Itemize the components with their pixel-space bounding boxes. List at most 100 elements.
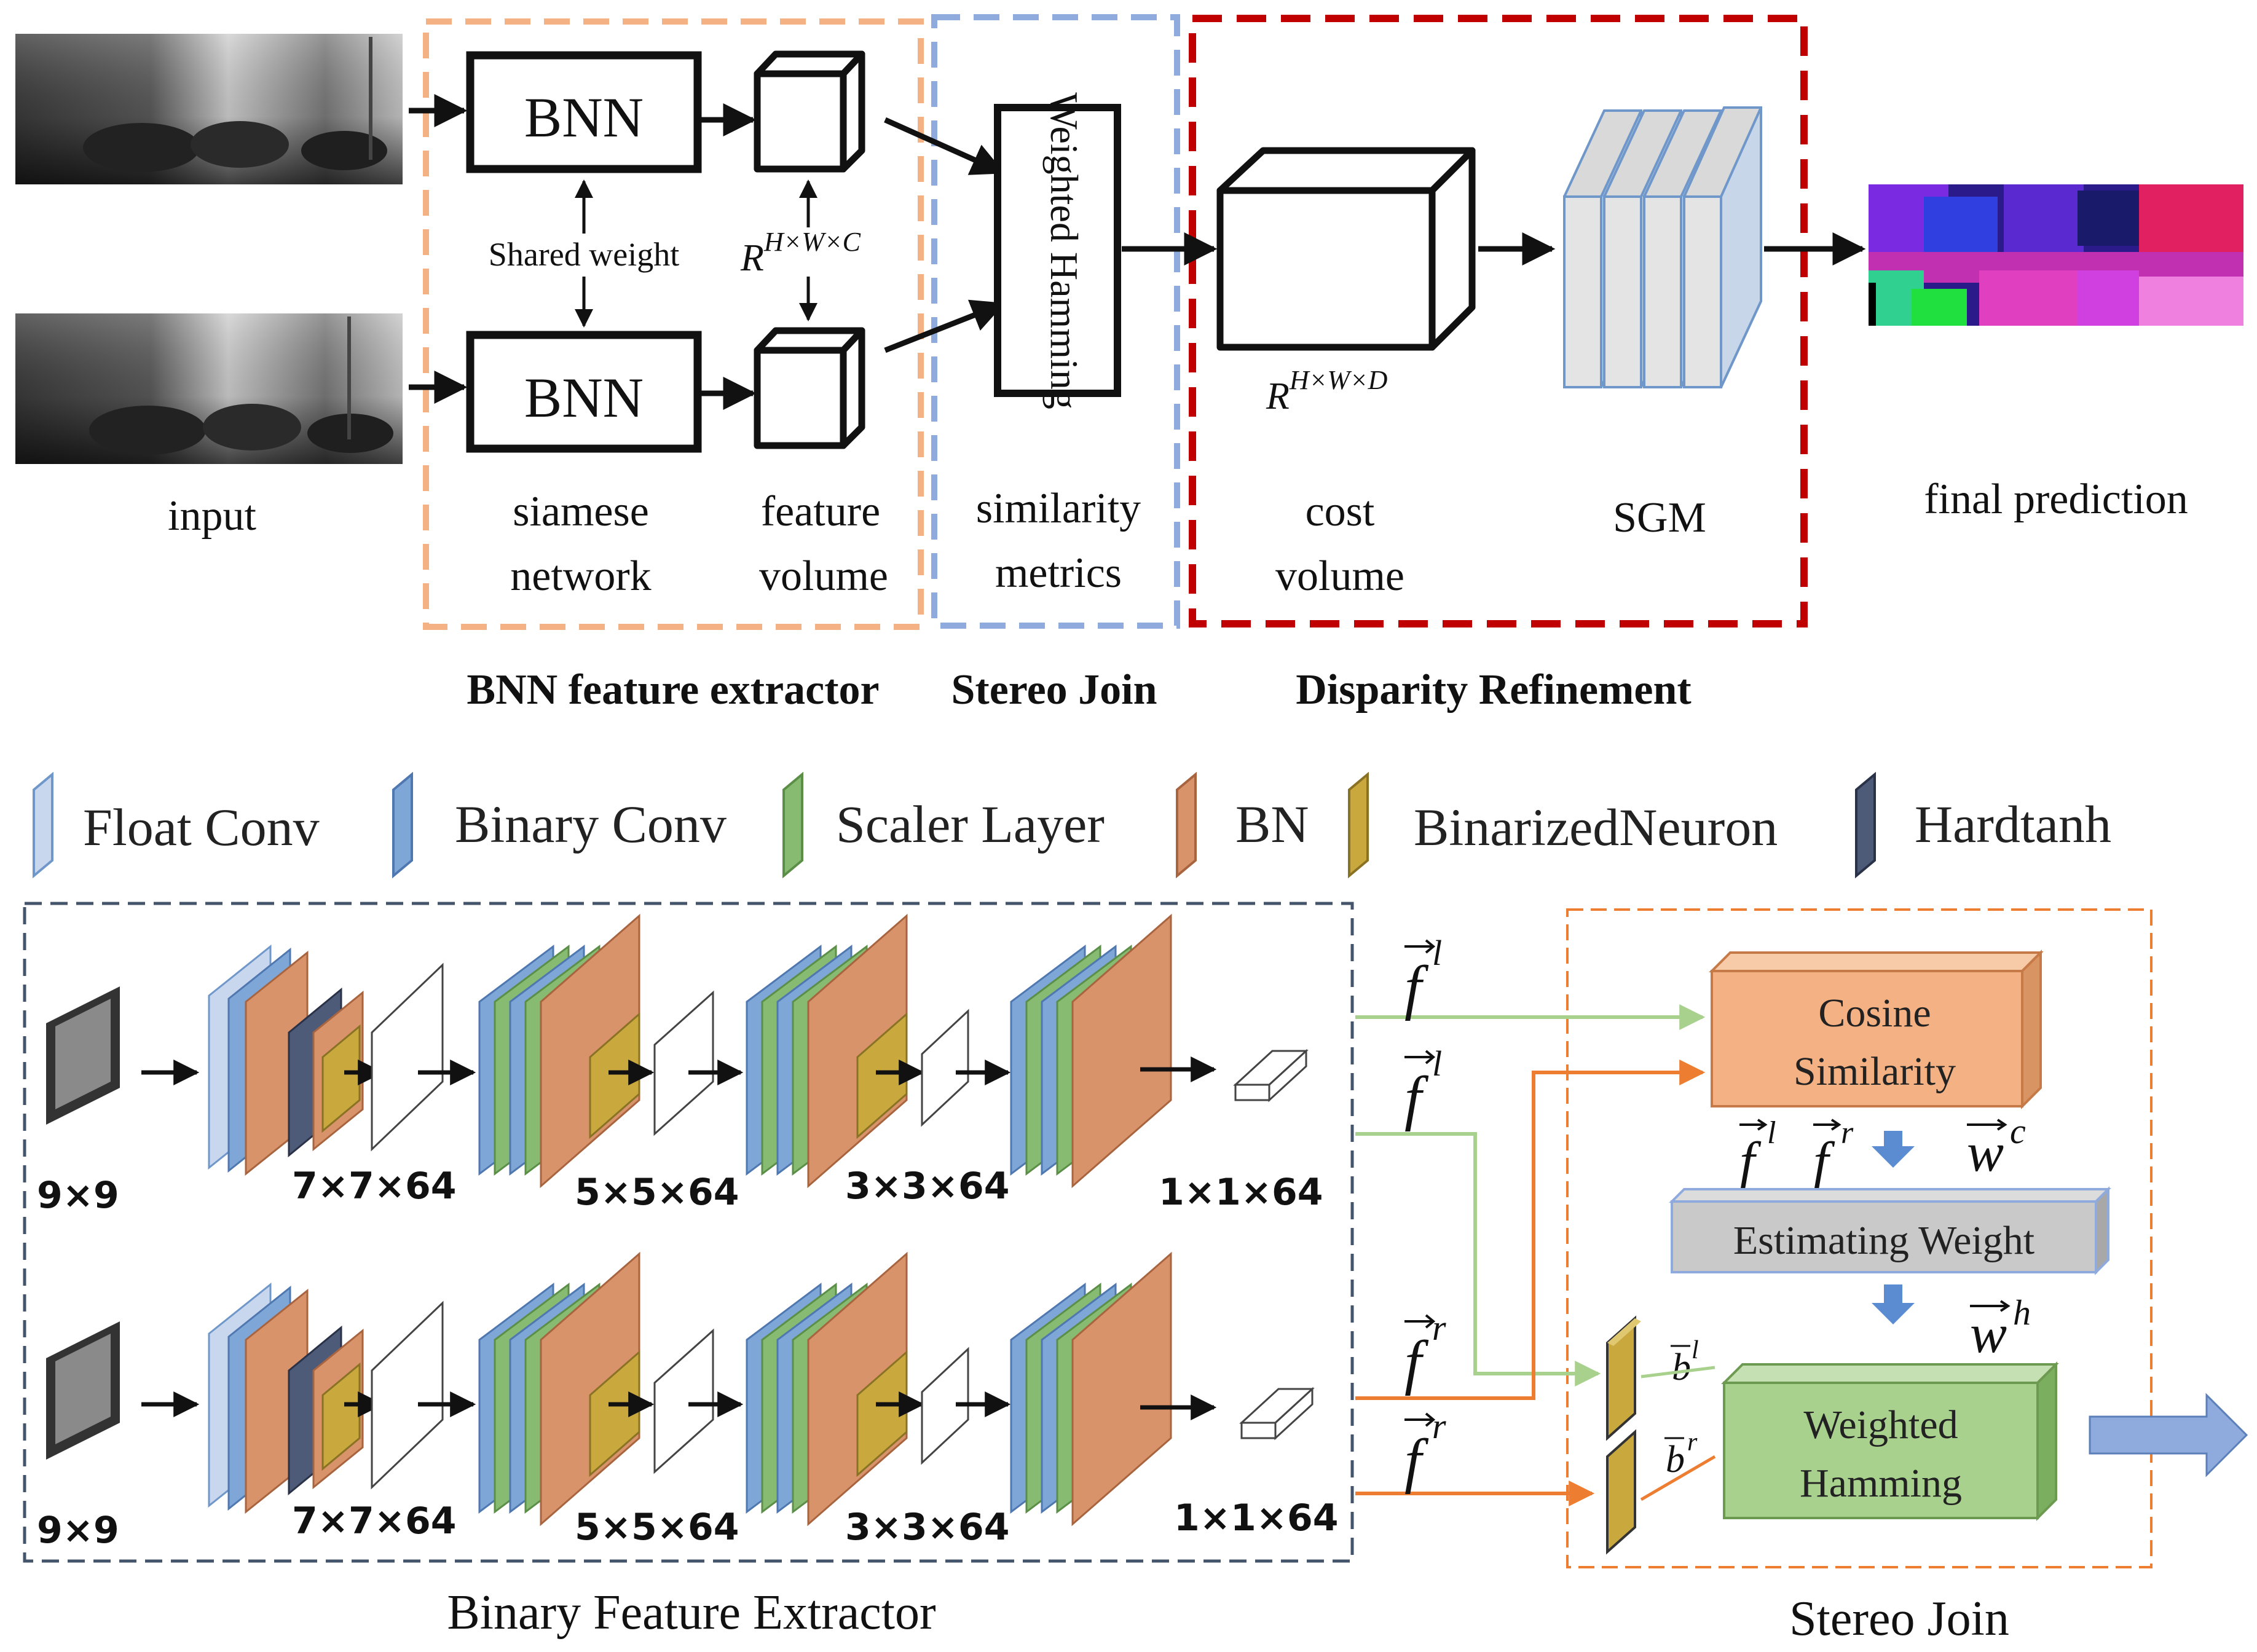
cost-volume-cube (1216, 147, 1476, 351)
siamese-label-line2: network (510, 553, 651, 600)
weighted-hamming-green-box: Weighted Hamming (1721, 1361, 2059, 1521)
legend-label: BinarizedNeuron (1414, 798, 1778, 857)
connector (1640, 1455, 1716, 1501)
binary-code-br (1606, 1429, 1636, 1555)
disparity-refinement-group (1189, 15, 1808, 627)
vector-wc: w c (1967, 1111, 2026, 1183)
svg-text:f: f (1404, 953, 1429, 1021)
cosine-similarity-box: Cosine Similarity (1709, 950, 2044, 1109)
svg-text:b: b (1666, 1439, 1685, 1481)
binary-feature-extractor-label: Binary Feature Extractor (447, 1586, 935, 1640)
legend-item-scaler-layer: Scaler Layer (782, 771, 1105, 879)
output-arrow-icon (2089, 1393, 2248, 1477)
bnn-feature-extractor-group (423, 18, 924, 630)
svg-text:r: r (1687, 1428, 1698, 1457)
final-prediction-image (1869, 184, 2243, 326)
stereo-join-bottom-label: Stereo Join (1789, 1592, 2009, 1646)
down-arrow-icon (1872, 1284, 1915, 1324)
svg-text:l: l (1432, 933, 1442, 973)
feature-volume-cube-bottom (754, 327, 865, 449)
legend: Float Conv Binary Conv Scaler Layer BN B… (33, 771, 2111, 879)
sgm-layers (1563, 106, 1762, 388)
arrow (884, 299, 1006, 353)
stereo-join-bottom-group (1566, 908, 2153, 1568)
feature-dims-label: RH×W×C (740, 227, 861, 279)
svg-text:f: f (1404, 1064, 1429, 1132)
dims-1-top: 7×7×64 (292, 1165, 457, 1208)
sgm-label: SGM (1613, 494, 1706, 541)
binary-code-bl (1606, 1315, 1641, 1441)
cosine-label-line2: Similarity (1794, 1049, 1956, 1094)
similarity-label-line1: similarity (976, 485, 1141, 532)
vector-fr-bottom: f r (1404, 1406, 1446, 1495)
vector-fr-mid: f r (1404, 1308, 1446, 1396)
legend-label: Binary Conv (455, 795, 727, 854)
final-prediction-label: final prediction (1924, 476, 2188, 523)
group-stereo-label: Stereo Join (951, 666, 1157, 714)
svg-text:f: f (1404, 1328, 1429, 1396)
estimating-weight-box: Estimating Weight (1669, 1186, 2111, 1275)
dims-1-bottom: 7×7×64 (292, 1500, 457, 1543)
feature-volume-cube-top (754, 50, 865, 173)
dims-3-top: 3×3×64 (845, 1165, 1010, 1208)
legend-label: Float Conv (83, 798, 320, 857)
cost-label-line1: cost (1306, 488, 1375, 535)
arrow (884, 117, 1005, 175)
group-refine-label: Disparity Refinement (1296, 666, 1692, 714)
svg-text:f: f (1739, 1131, 1762, 1192)
bnn-box-top-label: BNN (524, 86, 644, 149)
legend-item-hardtanh: Hardtanh (1855, 771, 2111, 879)
svg-text:c: c (2010, 1111, 2026, 1151)
dims-3-bottom: 3×3×64 (845, 1506, 1010, 1549)
vector-bl: b l (1671, 1336, 1699, 1388)
dims-2-bottom: 5×5×64 (575, 1506, 739, 1549)
similarity-label-line2: metrics (995, 549, 1122, 597)
legend-label: Scaler Layer (836, 795, 1105, 854)
svg-text:w: w (1970, 1304, 2007, 1364)
feature-label-line2: volume (759, 553, 888, 600)
feature-label-line1: feature (761, 488, 880, 535)
cost-label-line2: volume (1275, 553, 1404, 600)
vector-fr-cos: f r (1813, 1115, 1854, 1192)
shared-weight-label: Shared weight (489, 236, 679, 273)
estimating-weight-label: Estimating Weight (1733, 1218, 2034, 1263)
stereo-join-group (931, 14, 1180, 629)
cosine-label-line1: Cosine (1818, 991, 1931, 1036)
vector-fl-top: f l (1404, 933, 1442, 1021)
connector (1641, 1366, 1715, 1379)
svg-text:l: l (1767, 1115, 1776, 1150)
bnn-box-bottom (466, 331, 702, 453)
svg-text:r: r (1432, 1406, 1446, 1446)
extractor-row-bottom (46, 1251, 1315, 1527)
dims-4-bottom: 1×1×64 (1174, 1497, 1339, 1540)
weighted-hamming-label: Weighted Hamming (1042, 92, 1086, 409)
svg-text:w: w (1967, 1122, 2004, 1183)
binary-feature-extractor-group (23, 902, 1354, 1563)
svg-text:b: b (1672, 1347, 1691, 1388)
bnn-box-top (466, 51, 702, 173)
svg-text:r: r (1841, 1115, 1854, 1150)
down-arrow-icon (1872, 1131, 1915, 1168)
legend-item-binary-conv: Binary Conv (392, 771, 727, 879)
svg-text:l: l (1432, 1044, 1442, 1084)
extractor-row-top (46, 913, 1309, 1189)
dims-input-top: 9×9 (37, 1174, 119, 1217)
dims-2-top: 5×5×64 (575, 1171, 739, 1214)
input-label: input (168, 492, 256, 540)
input-image-left (15, 34, 403, 184)
weighted-label-line1: Weighted (1803, 1402, 1958, 1447)
vector-fl-cos: f l (1739, 1115, 1776, 1192)
vector-wh: w h (1970, 1292, 2031, 1364)
vector-br: b r (1664, 1428, 1698, 1481)
dims-4-top: 1×1×64 (1159, 1171, 1323, 1214)
group-bnn-label: BNN feature extractor (467, 666, 879, 714)
svg-text:h: h (2013, 1292, 2031, 1332)
vector-fl-mid: f l (1404, 1044, 1442, 1132)
svg-text:l: l (1692, 1336, 1699, 1364)
connector-fr-to-cosine (1355, 1060, 1706, 1400)
legend-label: Hardtanh (1915, 795, 2111, 854)
legend-item-binarized-neuron: BinarizedNeuron (1348, 771, 1778, 879)
svg-text:f: f (1813, 1131, 1835, 1192)
input-patch (46, 1321, 120, 1460)
